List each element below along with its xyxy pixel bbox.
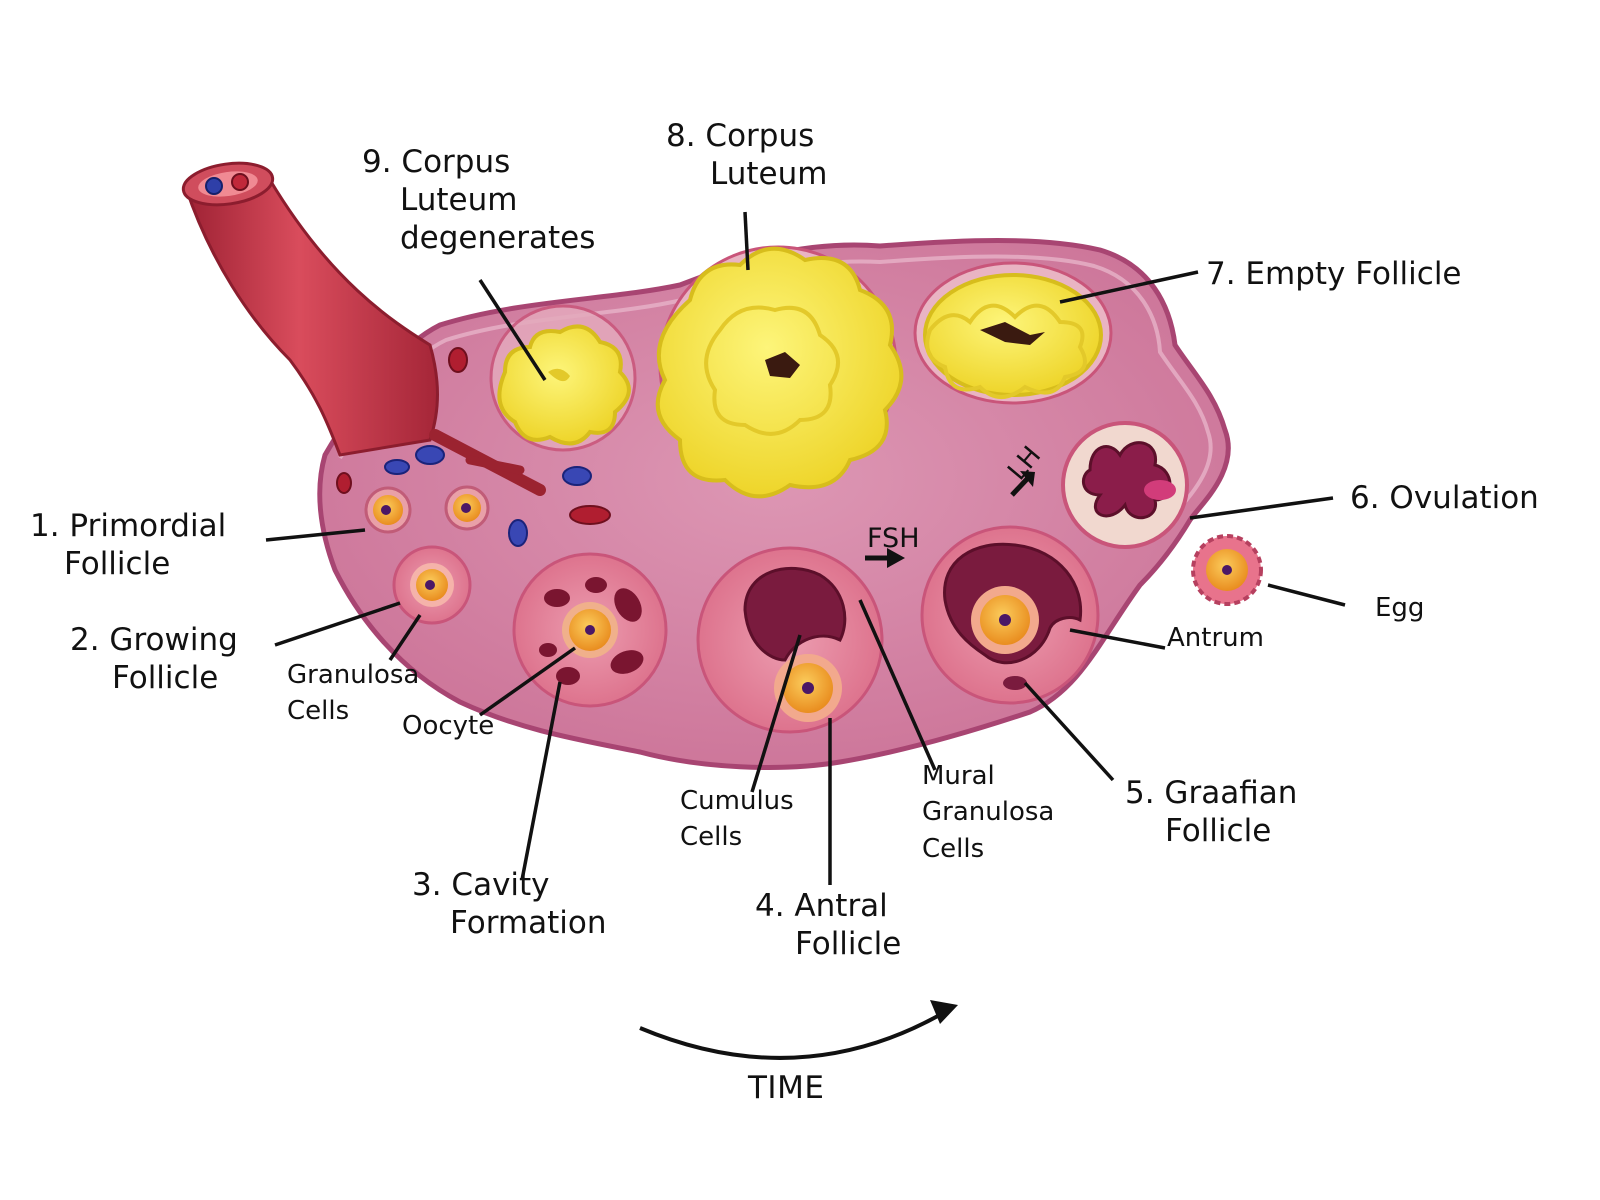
label-ovulation: 6. Ovulation xyxy=(1350,480,1539,516)
tissue-vessels xyxy=(336,347,611,547)
label-antral-follicle: 4. Antral Follicle xyxy=(755,888,902,962)
cavity-formation-follicle xyxy=(512,552,668,708)
label-mural-granulosa-cells: Mural Granulosa Cells xyxy=(922,761,1055,864)
blood-vessel-icon xyxy=(181,161,439,457)
label-graafian-follicle: 5. Graafian Follicle xyxy=(1125,775,1298,849)
label-cumulus-cells: Cumulus Cells xyxy=(680,786,794,853)
label-corpus-luteum: 8. Corpus Luteum xyxy=(666,118,828,192)
label-antrum: Antrum xyxy=(1167,623,1264,653)
primordial-follicle xyxy=(364,485,490,534)
label-fsh: FSH xyxy=(867,523,920,554)
curved-arrow-icon xyxy=(639,1000,958,1060)
label-primordial-follicle: 1. Primordial Follicle xyxy=(30,508,227,582)
ovary-capsule xyxy=(338,254,1213,514)
label-egg: Egg xyxy=(1375,593,1425,623)
empty-follicle xyxy=(913,261,1113,405)
ovulating-follicle xyxy=(1061,421,1189,549)
leader-lines xyxy=(265,211,1346,885)
antral-follicle xyxy=(696,546,884,734)
fsh-arrow-icon xyxy=(865,548,905,568)
label-growing-follicle: 2. Growing Follicle xyxy=(70,622,238,696)
egg-icon xyxy=(1191,534,1263,606)
lh-arrow-icon xyxy=(1010,471,1035,497)
growing-follicle xyxy=(392,545,472,625)
label-empty-follicle: 7. Empty Follicle xyxy=(1206,256,1462,292)
degenerating-corpus-luteum xyxy=(489,304,637,452)
label-oocyte: Oocyte xyxy=(402,711,495,741)
label-corpus-luteum-degenerates: 9. Corpus Luteum degenerates xyxy=(362,144,596,256)
label-time: TIME xyxy=(748,1070,825,1106)
corpus-luteum xyxy=(655,245,904,499)
graafian-follicle xyxy=(920,525,1100,705)
label-cavity-formation: 3. Cavity Formation xyxy=(412,867,607,941)
label-granulosa-cells: Granulosa Cells xyxy=(287,660,420,727)
